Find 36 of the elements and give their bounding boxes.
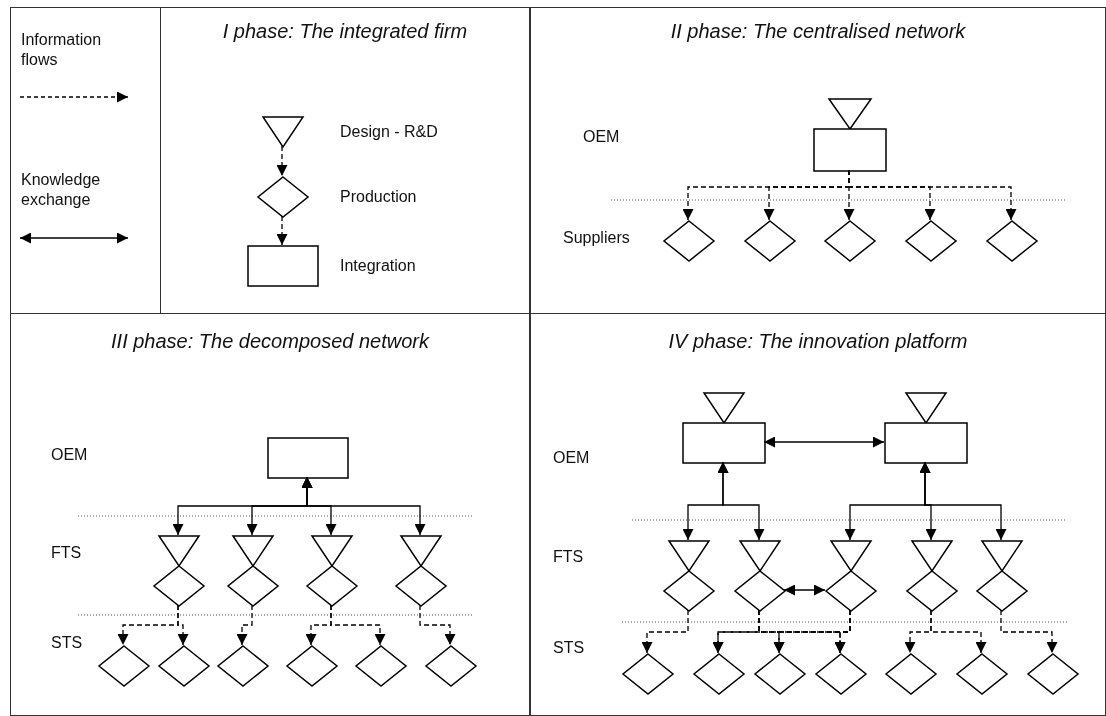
legend-text: Knowledge exchange bbox=[21, 170, 102, 210]
arrow bbox=[276, 145, 288, 177]
shape-caption: Design - R&D bbox=[340, 123, 438, 141]
arrow bbox=[1000, 609, 1058, 654]
panel-title: III phase: The decomposed network bbox=[111, 330, 429, 353]
arrow bbox=[276, 215, 288, 246]
tier-label: FTS bbox=[51, 544, 82, 562]
arrow bbox=[236, 604, 253, 646]
arrow bbox=[834, 609, 851, 654]
tier-label: STS bbox=[553, 639, 585, 657]
phase-panel bbox=[530, 7, 1106, 314]
panel-title: II phase: The centralised network bbox=[670, 20, 966, 43]
arrow bbox=[419, 604, 456, 646]
phase-panel bbox=[530, 313, 1106, 716]
arrow bbox=[641, 609, 689, 654]
panel-title: IV phase: The innovation platform bbox=[668, 330, 968, 353]
shape-caption: Integration bbox=[340, 257, 416, 275]
panel-title: I phase: The integrated firm bbox=[222, 20, 468, 43]
phase-panel bbox=[10, 313, 530, 716]
arrow bbox=[717, 461, 765, 541]
arrow bbox=[930, 609, 987, 654]
arrow bbox=[177, 604, 189, 646]
tier-label: STS bbox=[51, 634, 83, 652]
arrow bbox=[783, 584, 826, 596]
phase-panel bbox=[160, 7, 530, 314]
tier-label: OEM bbox=[583, 128, 620, 146]
arrow bbox=[919, 461, 1007, 541]
tier-label: OEM bbox=[51, 446, 88, 464]
tier-label: Suppliers bbox=[563, 229, 630, 247]
arrow bbox=[763, 436, 885, 448]
shape-caption: Production bbox=[340, 188, 417, 206]
arrow bbox=[330, 604, 386, 646]
tier-label: FTS bbox=[553, 548, 584, 566]
legend-text: Information flows bbox=[21, 30, 103, 70]
tier-label: OEM bbox=[553, 449, 590, 467]
arrow bbox=[301, 476, 426, 536]
